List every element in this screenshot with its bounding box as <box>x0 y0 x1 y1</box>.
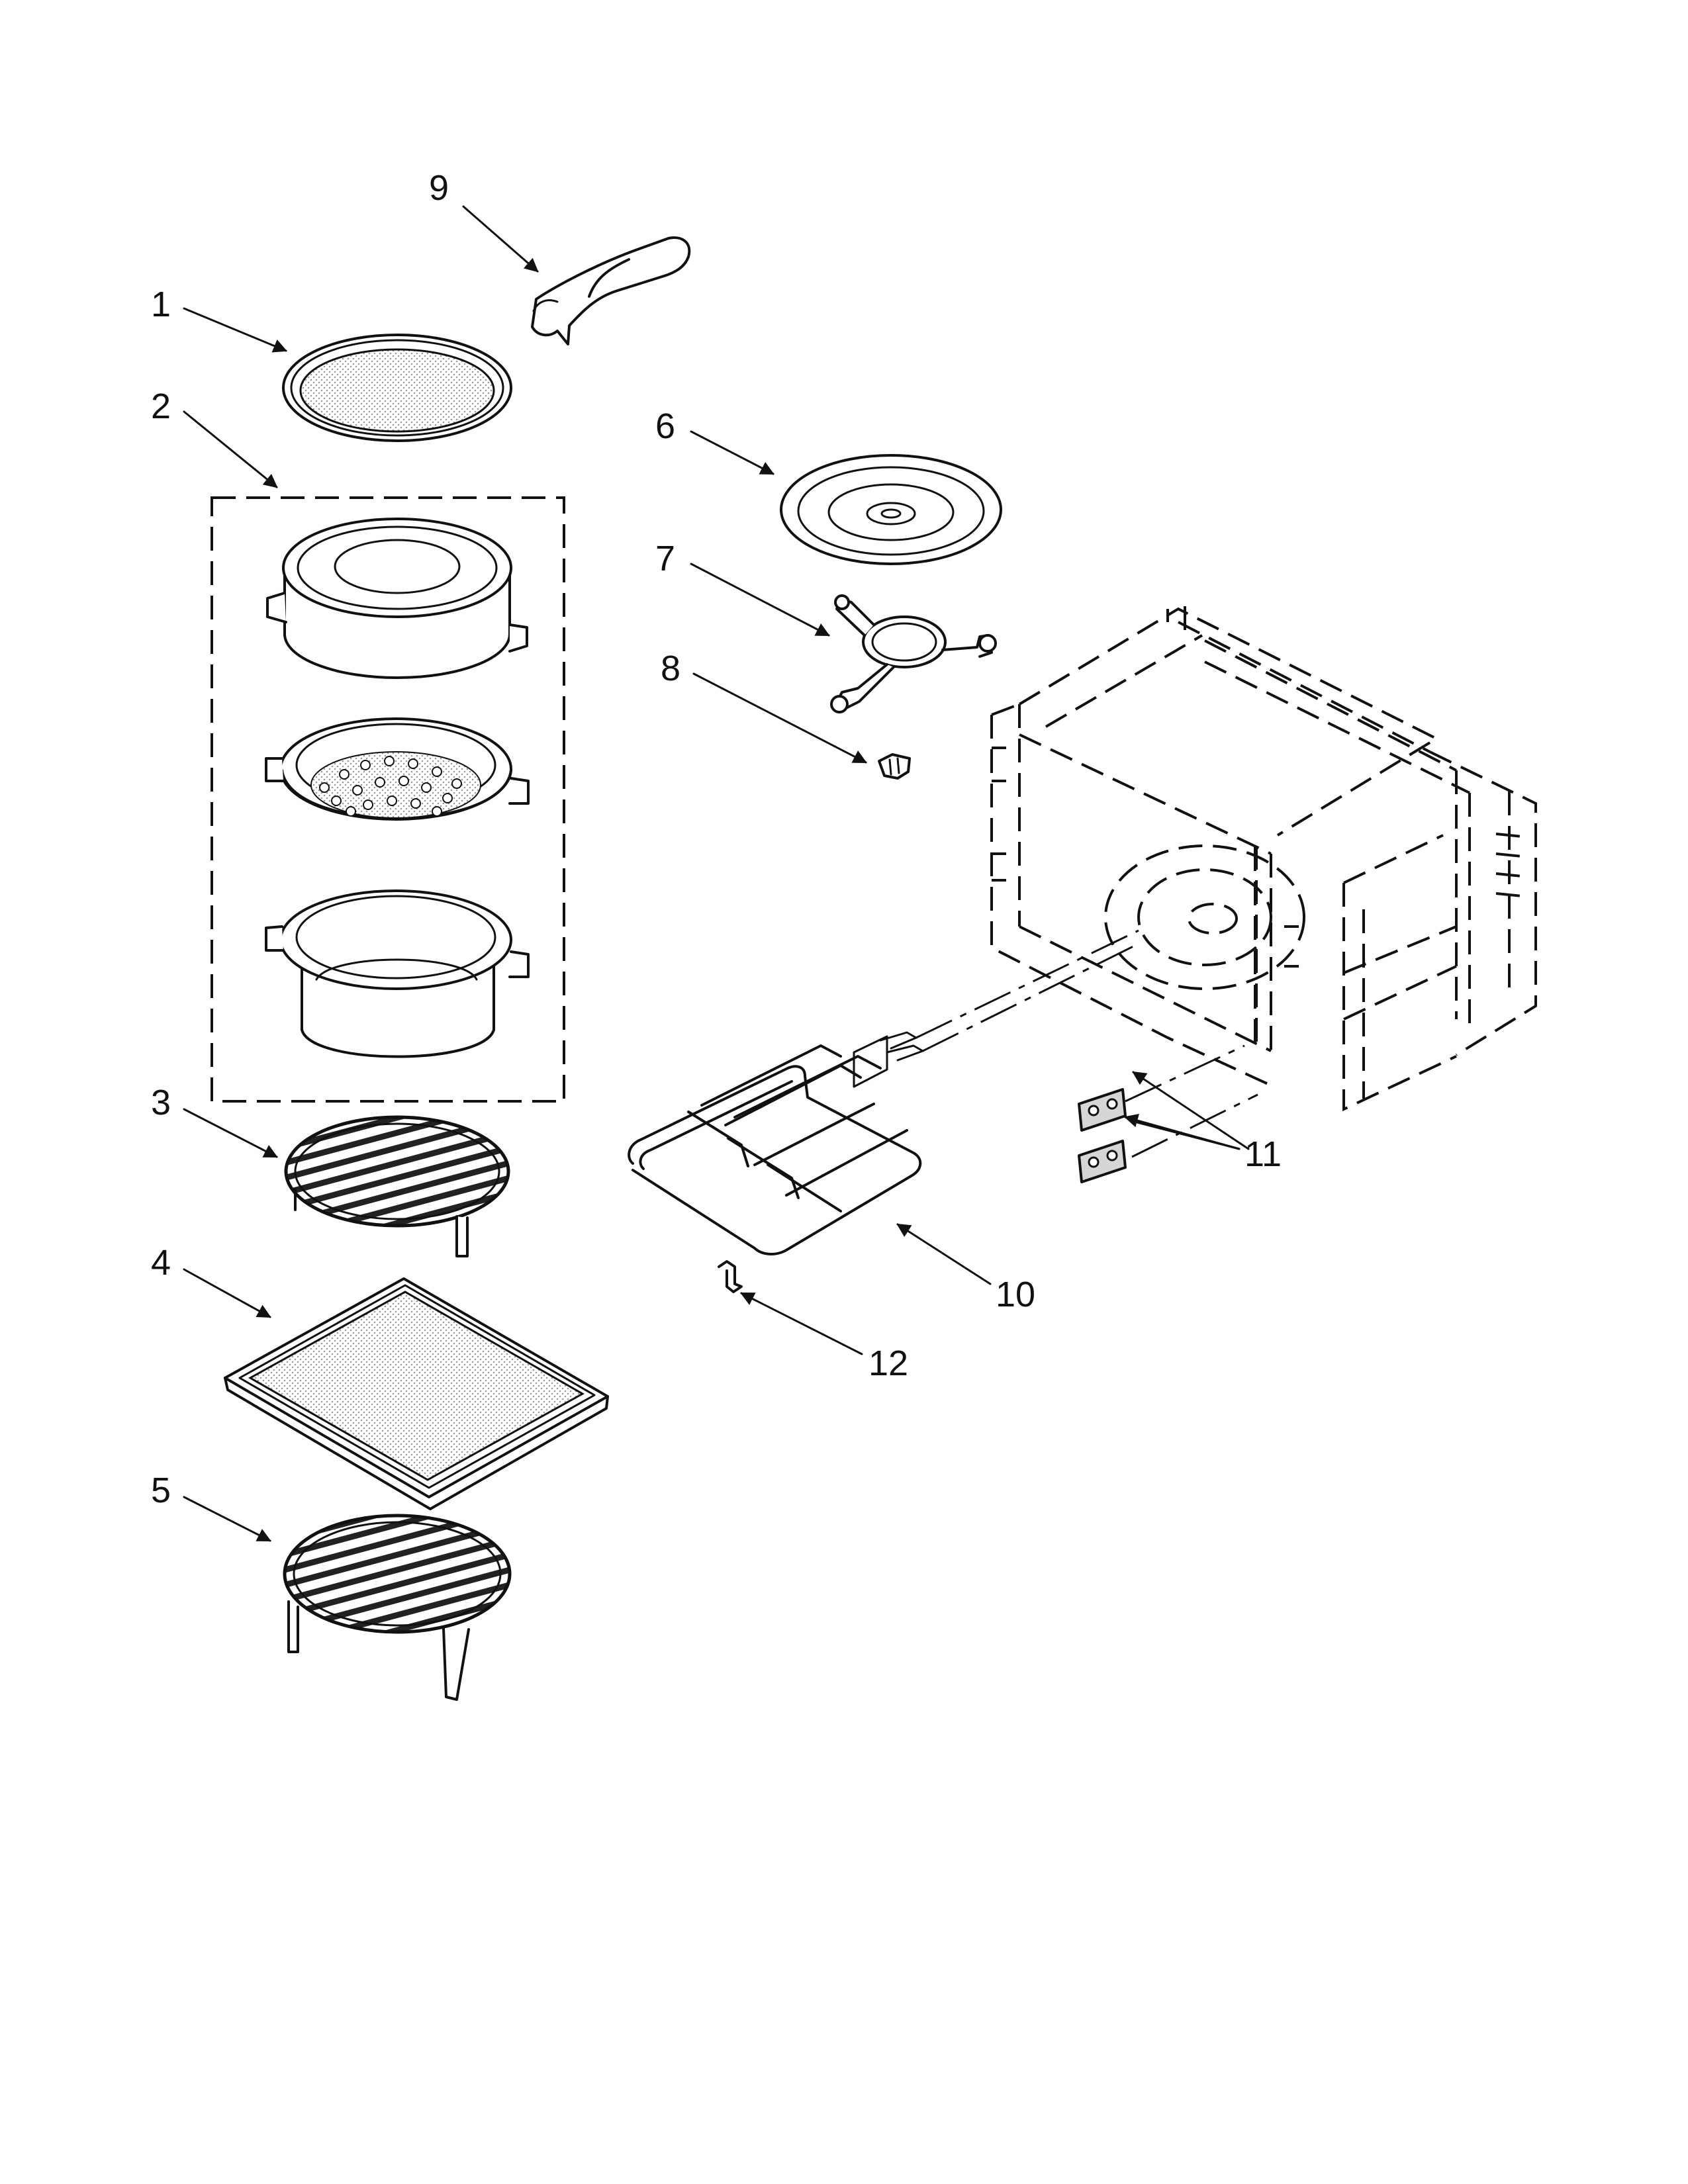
steamer-basket <box>265 717 530 821</box>
callout-label-4: 4 <box>151 1243 171 1283</box>
callout-label-9: 9 <box>429 168 449 208</box>
callout-label-8: 8 <box>661 649 680 688</box>
part-10-heating-element <box>628 929 1139 1255</box>
part-2-steamer-set <box>211 496 565 1103</box>
part-3-low-rack <box>284 1115 510 1257</box>
part-7-support <box>830 594 997 713</box>
callout-label-1: 1 <box>151 285 171 324</box>
steamer-bottom-pot <box>265 889 530 1058</box>
part-5-tall-rack <box>283 1514 512 1701</box>
callout-label-2: 2 <box>151 387 171 426</box>
callout-label-7: 7 <box>655 539 675 578</box>
part-9-handle <box>531 236 691 345</box>
part-12-clip <box>718 1260 743 1293</box>
part-6-turntable <box>780 454 1002 565</box>
callout-label-10: 10 <box>996 1275 1035 1314</box>
part-1-lid <box>282 334 512 442</box>
part-4-tray <box>224 1277 609 1510</box>
callout-label-5: 5 <box>151 1471 171 1510</box>
callout-label-12: 12 <box>868 1343 908 1383</box>
part-8-coupler <box>878 753 911 780</box>
part-11-mica-pads <box>1078 1044 1258 1183</box>
leader-lines <box>183 205 1250 1542</box>
steamer-top-pan <box>266 518 528 679</box>
callout-label-6: 6 <box>655 406 675 446</box>
callout-label-11: 11 <box>1244 1134 1282 1174</box>
oven-cavity-outline <box>990 606 1537 1112</box>
callout-label-3: 3 <box>151 1083 171 1122</box>
